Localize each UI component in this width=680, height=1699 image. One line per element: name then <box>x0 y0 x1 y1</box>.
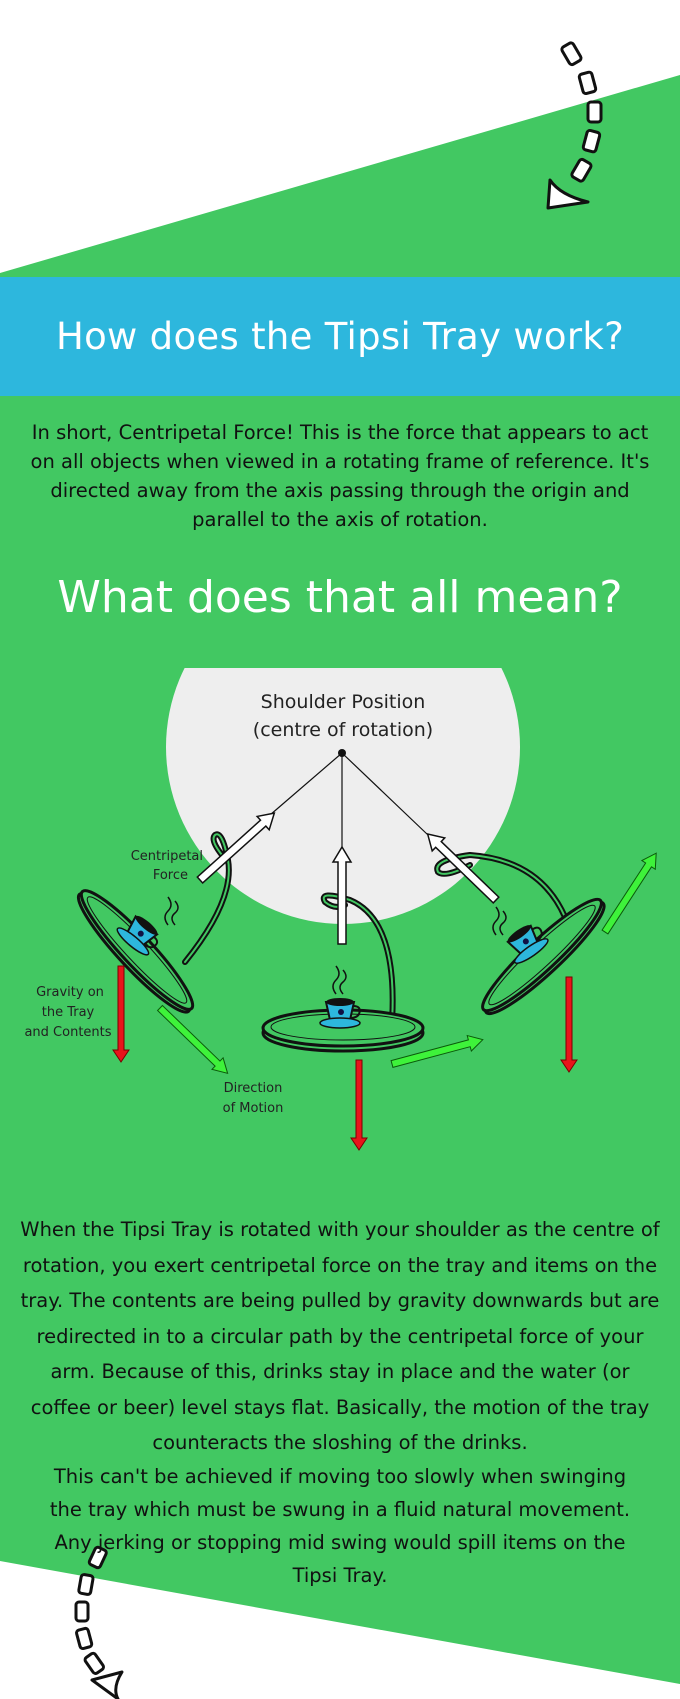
subheading: What does that all mean? <box>57 572 623 623</box>
centripetal-force-diagram: Shoulder Position (centre of rotation) <box>24 668 657 1151</box>
rotation-area <box>166 668 520 924</box>
tray-right <box>481 897 606 1016</box>
gravity-label-1: Gravity on <box>36 985 104 1000</box>
motion-label-2: of Motion <box>223 1101 284 1116</box>
title-banner: How does the Tipsi Tray work? <box>0 277 680 396</box>
tray-left <box>76 889 195 1014</box>
page-title: How does the Tipsi Tray work? <box>55 315 625 358</box>
gravity-arrows <box>112 965 578 1151</box>
dashed-arrow-bottom-icon <box>74 1545 124 1699</box>
gravity-label-2: the Tray <box>42 1005 95 1020</box>
motion-label-1: Direction <box>224 1081 283 1096</box>
steam-right <box>492 906 507 936</box>
centripetal-arrows <box>196 812 500 945</box>
shoulder-label-2: (centre of rotation) <box>253 719 433 741</box>
centripetal-label-2: Force <box>153 868 188 883</box>
radius-lines <box>269 752 429 847</box>
motion-arrows <box>156 852 657 1074</box>
steam-center <box>332 965 347 995</box>
note-paragraph: This can't be achieved if moving too slo… <box>49 1465 631 1587</box>
steam-left <box>164 896 179 926</box>
dashed-arrow-top-icon <box>546 41 603 210</box>
shoulder-label-1: Shoulder Position <box>261 691 426 713</box>
centripetal-label-1: Centripetal <box>131 849 203 864</box>
intro-paragraph: In short, Centripetal Force! This is the… <box>30 421 650 531</box>
gravity-label-3: and Contents <box>24 1025 111 1040</box>
explanation-paragraph: When the Tipsi Tray is rotated with your… <box>20 1218 660 1454</box>
